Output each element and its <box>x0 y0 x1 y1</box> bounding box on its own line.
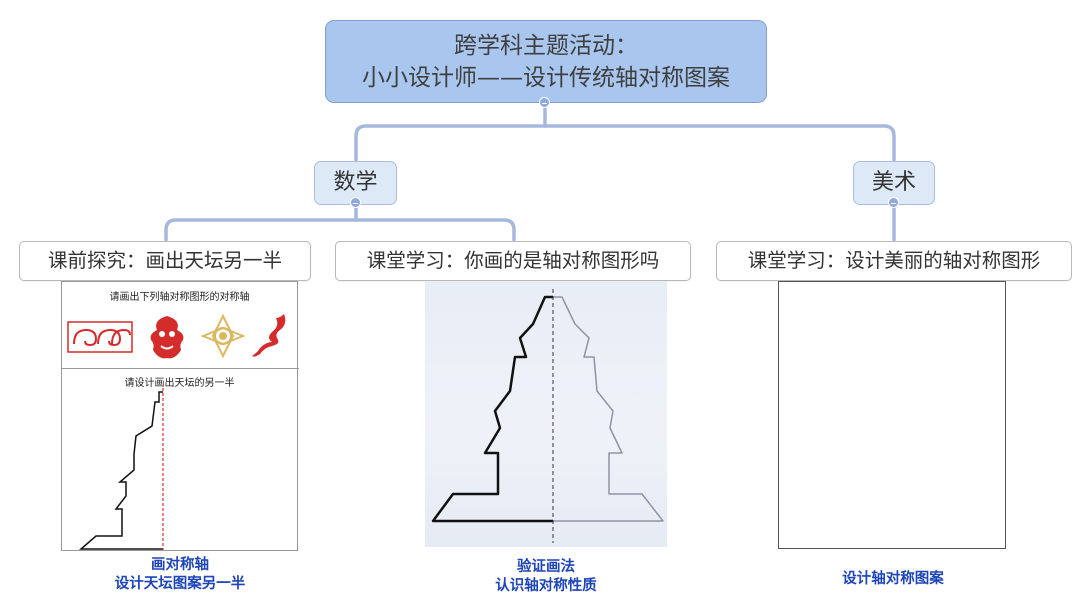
temple-pressed-half <box>553 296 664 522</box>
worksheet-image: 请画出下列轴对称图形的对称轴 请设计画出天坛的另一半 <box>61 281 299 551</box>
design-caption: 设计轴对称图案 <box>780 569 1006 588</box>
predraw-caption: 画对称轴 设计天坛图案另一半 <box>40 555 320 593</box>
cloud-ornament-icon <box>67 321 133 353</box>
verify-caption-line1: 验证画法 <box>517 558 575 575</box>
connector-math-to-task2 <box>354 218 516 242</box>
traditional-ornaments <box>67 313 286 359</box>
math-topic-label: 数学 <box>333 170 378 195</box>
predraw-caption-line2: 设计天坛图案另一半 <box>114 575 246 592</box>
gold-rosette-icon <box>200 313 246 359</box>
worksheet-heading-symmetry-axes: 请画出下列轴对称图形的对称轴 <box>109 292 250 303</box>
worksheet-heading-temple-half: 请设计画出天坛的另一半 <box>124 378 235 389</box>
root-title-line1: 跨学科主题活动： <box>454 33 638 59</box>
math-task-predraw[interactable]: 课前探究：画出天坛另一半 <box>19 241 311 281</box>
red-corner-ornament-icon <box>252 314 286 357</box>
art-topic-label: 美术 <box>871 170 916 195</box>
math-task-verify[interactable]: 课堂学习：你画的是轴对称图形吗 <box>335 241 691 281</box>
folded-temple-drawing <box>431 289 664 543</box>
connector-root-to-art <box>543 124 896 162</box>
design-blank-canvas <box>778 281 1006 549</box>
temple-drawn-half <box>431 295 553 523</box>
predraw-caption-line1: 画对称轴 <box>151 556 209 573</box>
temple-half-outline <box>78 391 163 550</box>
verify-photo <box>425 281 667 547</box>
temple-half-drawing <box>78 388 164 550</box>
connector-root-to-math <box>354 124 547 162</box>
math-collapse-icon[interactable] <box>350 197 361 208</box>
worksheet-divider <box>62 368 299 369</box>
design-caption-line1: 设计轴对称图案 <box>842 570 944 587</box>
connector-math-to-task1 <box>164 218 358 242</box>
root-topic[interactable]: 跨学科主题活动： 小小设计师——设计传统轴对称图案 <box>325 20 767 103</box>
art-task-design-label: 课堂学习：设计美丽的轴对称图形 <box>747 249 1041 272</box>
root-title-line2: 小小设计师——设计传统轴对称图案 <box>362 65 730 91</box>
art-collapse-icon[interactable] <box>888 197 899 208</box>
red-emblem-icon <box>150 316 184 359</box>
math-task-predraw-label: 课前探究：画出天坛另一半 <box>47 249 282 272</box>
art-task-design[interactable]: 课堂学习：设计美丽的轴对称图形 <box>716 241 1072 281</box>
root-collapse-icon[interactable] <box>539 97 550 108</box>
verify-caption: 验证画法 认识轴对称性质 <box>420 557 672 595</box>
verify-caption-line2: 认识轴对称性质 <box>495 577 597 594</box>
math-task-verify-label: 课堂学习：你画的是轴对称图形吗 <box>366 249 660 272</box>
